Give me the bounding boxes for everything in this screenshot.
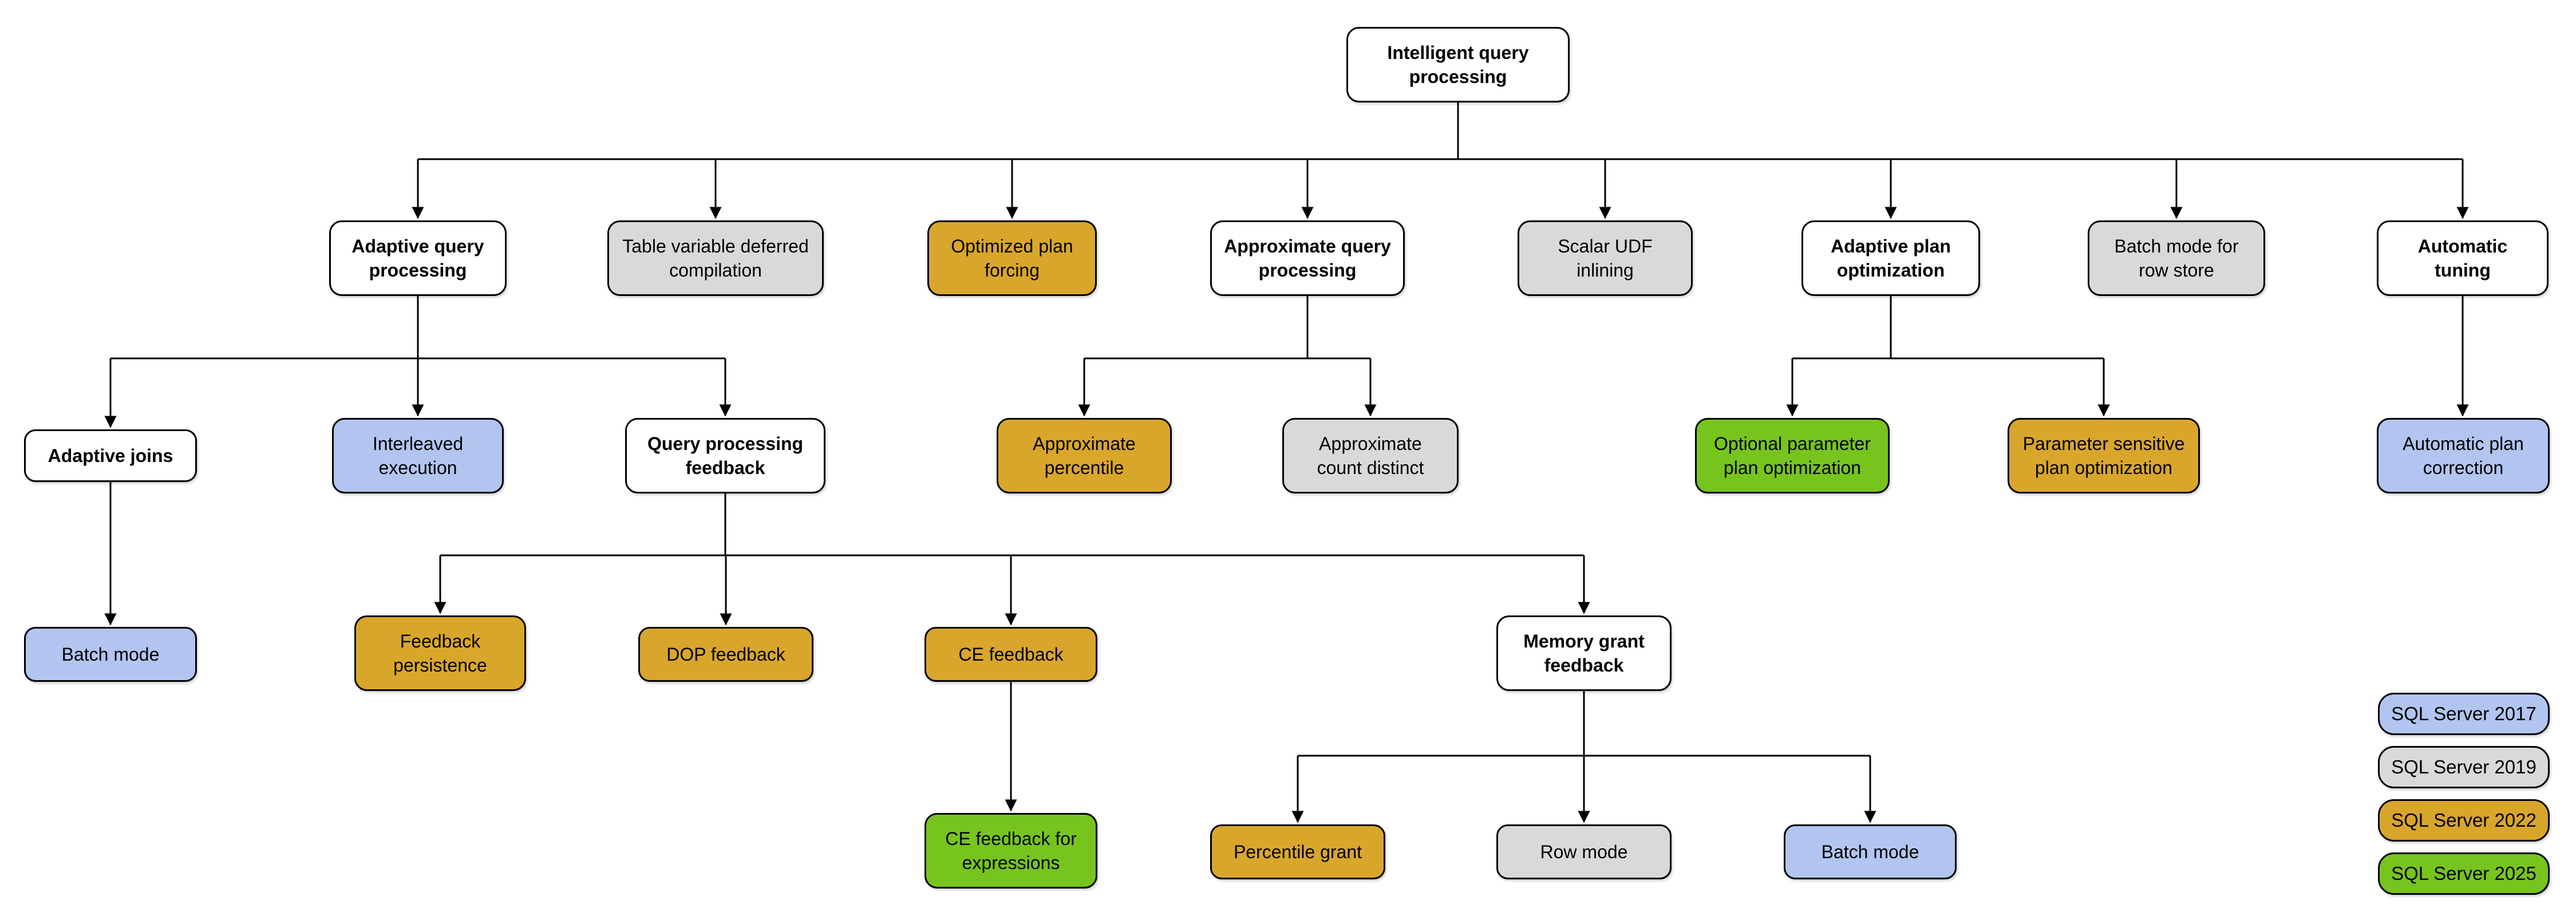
node-approximate-query-processing: Approximate query processing: [1210, 220, 1405, 296]
edges-memory-grant-feedback-children: [1291, 691, 1876, 823]
edges-adaptive-plan-optimization-children: [1786, 296, 2110, 417]
legend-sql-server-2025: SQL Server 2025: [2378, 852, 2550, 895]
node-approximate-count-distinct: Approximate count distinct: [1282, 418, 1459, 493]
node-memory-grant-feedback: Memory grant feedback: [1496, 615, 1672, 691]
node-table-variable-deferred-compilation: Table variable deferred compilation: [607, 220, 824, 296]
node-automatic-plan-correction: Automatic plan correction: [2377, 418, 2550, 493]
edges-approximate-query-processing-children: [1078, 296, 1377, 417]
node-automatic-tuning: Automatic tuning: [2377, 220, 2549, 296]
legend-sql-server-2019: SQL Server 2019: [2378, 746, 2550, 788]
node-adaptive-joins: Adaptive joins: [24, 429, 197, 482]
node-adaptive-query-processing: Adaptive query processing: [329, 220, 507, 296]
node-dop-feedback: DOP feedback: [638, 627, 813, 682]
node-scalar-udf-inlining: Scalar UDF inlining: [1518, 220, 1693, 296]
node-query-processing-feedback: Query processing feedback: [625, 418, 825, 493]
node-row-mode: Row mode: [1496, 824, 1672, 879]
node-batch-mode-adaptive-joins: Batch mode: [24, 627, 197, 682]
node-intelligent-query-processing: Intelligent query processing: [1346, 27, 1570, 102]
node-batch-mode-for-row-store: Batch mode for row store: [2088, 220, 2265, 296]
node-optimized-plan-forcing: Optimized plan forcing: [927, 220, 1097, 296]
node-parameter-sensitive-plan-optimization: Parameter sensitive plan optimization: [2008, 418, 2200, 493]
legend-sql-server-2017: SQL Server 2017: [2378, 693, 2550, 735]
node-feedback-persistence: Feedback persistence: [354, 615, 526, 691]
node-percentile-grant: Percentile grant: [1210, 824, 1385, 879]
node-adaptive-plan-optimization: Adaptive plan optimization: [1801, 220, 1980, 296]
node-approximate-percentile: Approximate percentile: [997, 418, 1172, 493]
node-optional-parameter-plan-optimization: Optional parameter plan optimization: [1695, 418, 1890, 493]
legend-sql-server-2022: SQL Server 2022: [2378, 799, 2550, 842]
node-interleaved-execution: Interleaved execution: [332, 418, 504, 493]
edges-adaptive-query-processing-children: [104, 296, 732, 428]
edges-root-to-level2: [412, 102, 2469, 219]
node-ce-feedback: CE feedback: [924, 627, 1097, 682]
edges-query-processing-feedback-children: [434, 493, 1590, 626]
node-batch-mode-memory-grant: Batch mode: [1784, 824, 1957, 879]
node-ce-feedback-for-expressions: CE feedback for expressions: [924, 813, 1097, 889]
